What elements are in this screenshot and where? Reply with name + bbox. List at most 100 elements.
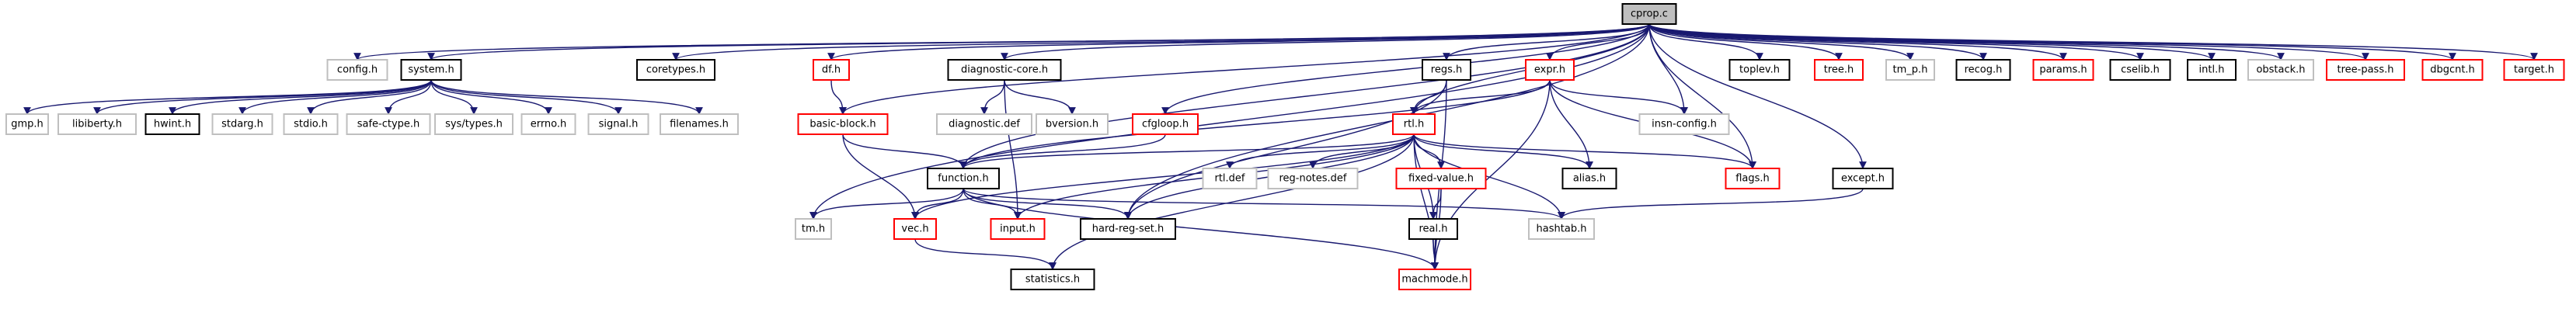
node-diagnostic-def[interactable]: diagnostic.def xyxy=(936,113,1032,135)
node-statistics-h[interactable]: statistics.h xyxy=(1010,269,1095,290)
node-gmp-h[interactable]: gmp.h xyxy=(5,113,49,135)
node-system-h[interactable]: system.h xyxy=(400,59,462,81)
edge-system.h-to-filenames.h xyxy=(430,79,703,115)
node-label: toplev.h xyxy=(1739,64,1780,76)
node-label: recog.h xyxy=(1965,64,2003,76)
edge-cprop.c-to-tree.h xyxy=(1648,23,1843,61)
node-box xyxy=(1202,168,1258,189)
node-label: alias.h xyxy=(1573,173,1606,185)
node-label: tree.h xyxy=(1824,64,1854,76)
node-box xyxy=(1395,168,1487,189)
node-recog-h[interactable]: recog.h xyxy=(1955,59,2011,81)
node-insn-config-h[interactable]: insn-config.h xyxy=(1638,113,1730,135)
node-tm-p-h[interactable]: tm_p.h xyxy=(1885,59,1935,81)
node-label: obstack.h xyxy=(2256,64,2305,76)
node-label: statistics.h xyxy=(1025,274,1080,286)
node-input-h[interactable]: input.h xyxy=(990,218,1046,240)
node-diagnostic-core-h[interactable]: diagnostic-core.h xyxy=(947,59,1062,81)
node-box xyxy=(1814,59,1864,81)
node-function-h[interactable]: function.h xyxy=(927,168,1000,189)
edge-system.h-to-gmp.h xyxy=(23,79,432,115)
edge-system.h-to-stdarg.h xyxy=(238,79,432,115)
node-label: machmode.h xyxy=(1401,274,1467,286)
node-box xyxy=(813,59,850,81)
node-safe-ctype-h[interactable]: safe-ctype.h xyxy=(346,113,431,135)
node-box xyxy=(1132,113,1199,135)
node-flags-h[interactable]: flags.h xyxy=(1725,168,1781,189)
node-cselib-h[interactable]: cselib.h xyxy=(2109,59,2171,81)
node-except-h[interactable]: except.h xyxy=(1832,168,1894,189)
node-label: intl.h xyxy=(2199,64,2225,76)
node-params-h[interactable]: params.h xyxy=(2032,59,2094,81)
node-basic-block-h[interactable]: basic-block.h xyxy=(797,113,889,135)
node-config-h[interactable]: config.h xyxy=(326,59,388,81)
node-label: tm.h xyxy=(802,224,825,235)
edge-system.h-to-stdio.h xyxy=(307,79,432,115)
node-df-h[interactable]: df.h xyxy=(813,59,850,81)
node-label: gmp.h xyxy=(11,119,44,130)
node-coretypes-h[interactable]: coretypes.h xyxy=(636,59,715,81)
node-label: reg-notes.def xyxy=(1279,173,1346,185)
edge-real.h-to-machmode.h xyxy=(1431,238,1439,270)
node-label: real.h xyxy=(1419,224,1447,235)
node-label: safe-ctype.h xyxy=(357,119,420,130)
node-stdio-h[interactable]: stdio.h xyxy=(283,113,339,135)
node-box xyxy=(434,113,513,135)
node-box xyxy=(283,113,339,135)
node-obstack-h[interactable]: obstack.h xyxy=(2247,59,2314,81)
node-tree-pass-h[interactable]: tree-pass.h xyxy=(2326,59,2405,81)
node-expr-h[interactable]: expr.h xyxy=(1525,59,1575,81)
node-hard-reg-set-h[interactable]: hard-reg-set.h xyxy=(1080,218,1176,240)
edge-cprop.c-to-flags.h xyxy=(1648,23,1756,169)
node-tree-h[interactable]: tree.h xyxy=(1814,59,1864,81)
node-label: config.h xyxy=(337,64,378,76)
node-hashtab-h[interactable]: hashtab.h xyxy=(1528,218,1595,240)
edge-vec.h-to-statistics.h xyxy=(914,238,1057,270)
node-box xyxy=(1398,269,1471,290)
node-intl-h[interactable]: intl.h xyxy=(2187,59,2237,81)
node-rtl-h[interactable]: rtl.h xyxy=(1392,113,1436,135)
edge-expr.h-to-alias.h xyxy=(1549,79,1593,169)
node-fixed-value-h[interactable]: fixed-value.h xyxy=(1395,168,1487,189)
edge-cprop.c-to-except.h xyxy=(1648,23,1867,169)
node-real-h[interactable]: real.h xyxy=(1408,218,1458,240)
edge-basic-block.h-to-function.h xyxy=(842,133,967,169)
node-bversion-h[interactable]: bversion.h xyxy=(1036,113,1109,135)
node-box xyxy=(1561,168,1617,189)
node-stdarg-h[interactable]: stdarg.h xyxy=(211,113,273,135)
node-label: errno.h xyxy=(531,119,567,130)
node-label: vec.h xyxy=(901,224,928,235)
node-box xyxy=(1392,113,1436,135)
node-hwint-h[interactable]: hwint.h xyxy=(144,113,200,135)
node-dbgcnt-h[interactable]: dbgcnt.h xyxy=(2421,59,2484,81)
node-box xyxy=(660,113,739,135)
node-rtl-def[interactable]: rtl.def xyxy=(1202,168,1258,189)
node-label: rtl.h xyxy=(1404,119,1424,130)
node-label: flags.h xyxy=(1735,173,1770,185)
node-box xyxy=(893,218,937,240)
node-target-h[interactable]: target.h xyxy=(2503,59,2565,81)
node-vec-h[interactable]: vec.h xyxy=(893,218,937,240)
node-machmode-h[interactable]: machmode.h xyxy=(1398,269,1471,290)
node-label: function.h xyxy=(938,173,988,185)
node-signal-h[interactable]: signal.h xyxy=(587,113,649,135)
edge-cprop.c-to-basic-block.h xyxy=(839,23,1650,115)
node-alias-h[interactable]: alias.h xyxy=(1561,168,1617,189)
node-libiberty-h[interactable]: libiberty.h xyxy=(57,113,137,135)
node-tm-h[interactable]: tm.h xyxy=(795,218,832,240)
node-toplev-h[interactable]: toplev.h xyxy=(1728,59,1791,81)
node-cfgloop-h[interactable]: cfgloop.h xyxy=(1132,113,1199,135)
edge-system.h-to-errno.h xyxy=(430,79,552,115)
node-label: tree-pass.h xyxy=(2338,64,2394,76)
node-regs-h[interactable]: regs.h xyxy=(1422,59,1471,81)
node-reg-notes-def[interactable]: reg-notes.def xyxy=(1267,168,1359,189)
node-filenames-h[interactable]: filenames.h xyxy=(660,113,739,135)
node-label: stdarg.h xyxy=(221,119,263,130)
node-sys-types-h[interactable]: sys/types.h xyxy=(434,113,513,135)
edge-rtl.h-to-vec.h xyxy=(911,133,1415,220)
node-box xyxy=(795,218,832,240)
node-errno-h[interactable]: errno.h xyxy=(520,113,576,135)
edge-rtl.h-to-flags.h xyxy=(1413,133,1756,169)
